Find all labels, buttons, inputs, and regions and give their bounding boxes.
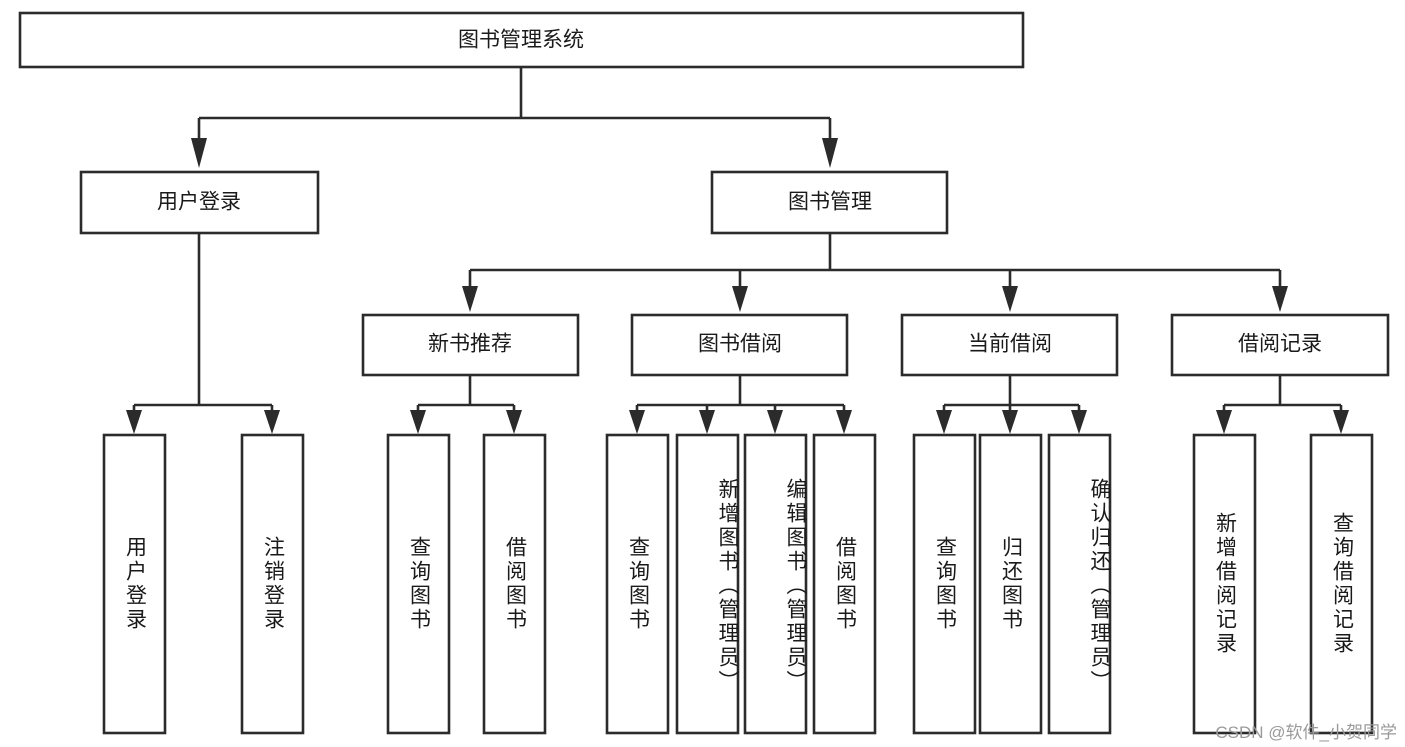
arrow-head-icon [1071,410,1087,434]
arrow-head-icon [1216,410,1232,434]
arrow-head-icon [462,286,478,312]
leaf-box-query-book-2[interactable] [605,433,670,735]
leaf-box-user-login[interactable] [102,433,167,735]
arrow-head-icon [1272,286,1288,312]
arrow-head-icon [191,138,207,168]
leaf-box-query-record[interactable] [1309,433,1374,735]
arrow-head-icon [506,410,522,434]
node-book-manage[interactable]: 图书管理 [710,170,949,235]
arrow-head-icon [126,410,142,434]
arrow-head-icon [1002,410,1018,434]
leaf-box-confirm-return[interactable] [1047,433,1112,735]
connector-newbook-to-leaves [410,375,522,434]
arrow-head-icon [822,138,838,168]
leaf-box-logout[interactable] [240,433,305,735]
arrow-head-icon [264,410,280,434]
leaf-box-add-book[interactable] [675,433,740,735]
node-book-manage-label: 图书管理 [788,191,872,214]
node-new-book-recommend-label: 新书推荐 [428,333,512,356]
leaf-box-borrow-book-2[interactable] [812,433,877,735]
leaf-box-borrow-book-1[interactable] [482,433,547,735]
leaf-box-add-record[interactable] [1192,433,1257,735]
arrow-head-icon [410,410,426,434]
leaf-box-return-book[interactable] [978,433,1043,735]
node-root-label: 图书管理系统 [458,29,584,52]
arrow-head-icon [936,410,952,434]
node-book-borrow[interactable]: 图书借阅 [630,313,849,377]
connector-bookmanage-to-level3 [462,233,1288,312]
csdn-watermark: CSDN @软件_小贺同学 [1215,723,1397,742]
node-user-login[interactable]: 用户登录 [79,170,320,235]
node-root-system[interactable]: 图书管理系统 [18,11,1025,69]
leaf-box-query-book-3[interactable] [912,433,977,735]
node-user-login-label: 用户登录 [157,191,241,214]
leaf-box-edit-book[interactable] [743,433,808,735]
connector-bookborrow-to-leaves [629,375,852,434]
connector-userlogin-to-leaves [126,234,280,434]
node-current-borrow[interactable]: 当前借阅 [900,313,1119,377]
arrow-head-icon [629,410,645,434]
connector-currentborrow-to-leaves [936,375,1087,434]
arrow-head-icon [836,410,852,434]
arrow-head-icon [767,410,783,434]
node-new-book-recommend[interactable]: 新书推荐 [361,313,580,377]
arrow-head-icon [1333,410,1349,434]
node-current-borrow-label: 当前借阅 [968,333,1052,356]
leaf-box-query-book-1[interactable] [386,433,451,735]
connector-root-to-level2 [191,67,838,168]
node-book-borrow-label: 图书借阅 [698,333,782,356]
arrow-head-icon [732,286,748,312]
arrow-head-icon [1002,286,1018,312]
connector-borrowrecord-to-leaves [1216,375,1349,434]
node-borrow-record-label: 借阅记录 [1238,333,1322,356]
node-borrow-record[interactable]: 借阅记录 [1170,313,1390,377]
arrow-head-icon [699,410,715,434]
